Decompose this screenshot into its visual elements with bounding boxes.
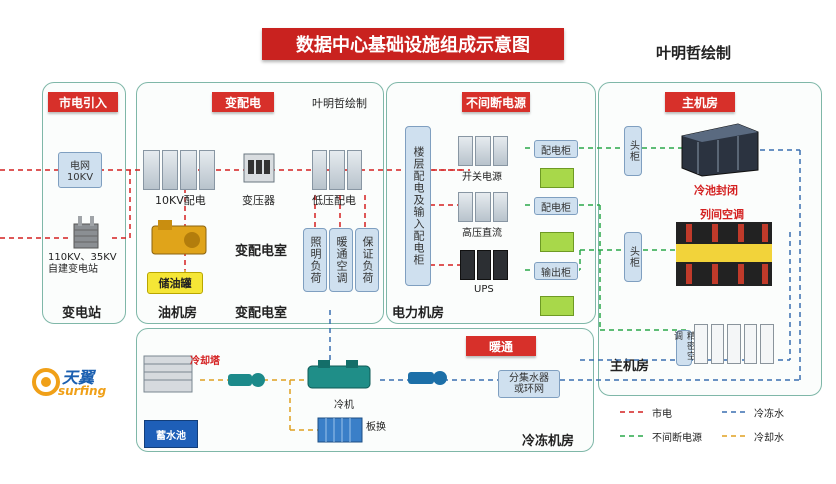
legend-ups: 不间断电源 xyxy=(652,433,702,444)
output-cabinet: 输出柜 xyxy=(534,262,578,280)
switch-psu-label: 开关电源 xyxy=(462,172,502,183)
legend-chilled-water: 冷冻水 xyxy=(754,409,784,420)
load-hvac: 暖通空调 xyxy=(329,228,353,292)
load-other: 保证负荷 xyxy=(355,228,379,292)
chilled-pump-icon xyxy=(406,368,448,388)
ups-label: UPS xyxy=(474,284,494,295)
diagram-title: 数据中心基础设施组成示意图 xyxy=(262,28,564,60)
column-head-cabinet-1: 头柜 xyxy=(624,126,642,176)
chiller-label: 冷机 xyxy=(334,400,354,411)
tag-ups: 不间断电源 xyxy=(462,92,530,112)
battery-3 xyxy=(540,296,574,316)
author-credit: 叶明哲绘制 xyxy=(656,44,732,62)
legend: 市电 冷冻水 不间断电源 冷却水 xyxy=(616,402,826,448)
substation-author: 叶明哲绘制 xyxy=(312,97,367,110)
dist-cabinet-1: 配电柜 xyxy=(534,140,578,158)
cooling-tower-label: 冷却塔 xyxy=(190,356,220,367)
ups-rack xyxy=(460,250,509,280)
floor-dist-cabinet: 楼层配电及输入配电柜 xyxy=(405,126,431,286)
lv-switchgear xyxy=(312,150,362,190)
plate-hx-icon xyxy=(316,416,364,444)
cooling-tower-icon xyxy=(142,350,194,394)
legend-utility: 市电 xyxy=(652,409,672,420)
logo-text-cn: 天翼 xyxy=(62,368,95,387)
lv-dist-label: 低压配电 xyxy=(312,194,356,207)
kv10-dist-label: 10KV配电 xyxy=(155,194,206,207)
closed-aisle-icon xyxy=(678,120,762,178)
load-lighting: 照明负荷 xyxy=(303,228,327,292)
chiller-icon xyxy=(306,358,372,394)
logo-text-en: surfing xyxy=(58,384,107,398)
tag-main-room: 主机房 xyxy=(665,92,735,112)
label-substation-station: 变电站 xyxy=(62,306,102,321)
precision-ac-box: 精密空调 xyxy=(672,330,695,366)
row-ac-label: 列间空调 xyxy=(700,208,744,221)
precision-ac-units xyxy=(694,324,774,364)
substation-transformer-icon xyxy=(66,212,106,252)
battery-1 xyxy=(540,168,574,188)
legend-lines xyxy=(620,411,748,437)
tag-substation: 变配电 xyxy=(212,92,274,112)
column-head-cabinet-2: 头柜 xyxy=(624,232,642,282)
transformer-icon xyxy=(242,152,276,184)
label-dist-room-mid: 变配电室 xyxy=(235,244,288,259)
tag-hvac: 暖通 xyxy=(466,336,536,356)
hvdc-rack xyxy=(458,192,508,222)
oil-tank: 储油罐 xyxy=(147,272,203,294)
label-power-room: 电力机房 xyxy=(392,306,445,321)
transformer-label: 变压器 xyxy=(242,194,275,207)
legend-cooling-water: 冷却水 xyxy=(754,433,784,444)
panel-grid-in xyxy=(42,82,126,324)
storage-tank: 蓄水池 xyxy=(144,420,198,448)
label-main-room: 主机房 xyxy=(610,359,650,374)
grid-10kv-box: 电网 10KV xyxy=(58,152,102,188)
kv10-switchgear xyxy=(143,150,215,190)
substation-110kv-label: 110KV、35KV 自建变电站 xyxy=(48,252,117,275)
label-oil-room: 油机房 xyxy=(158,306,198,321)
plate-hx-label: 板换 xyxy=(366,422,386,433)
distributor-box: 分集水器 或环网 xyxy=(498,370,560,398)
cooling-pump-icon xyxy=(226,370,266,390)
battery-2 xyxy=(540,232,574,252)
hvdc-label: 高压直流 xyxy=(462,228,502,239)
dist-cabinet-2: 配电柜 xyxy=(534,197,578,215)
label-dist-room-bottom: 变配电室 xyxy=(235,306,288,321)
tag-grid-in: 市电引入 xyxy=(48,92,118,112)
switch-psu-rack xyxy=(458,136,508,166)
label-chiller-room: 冷冻机房 xyxy=(522,434,575,449)
row-ac-racks xyxy=(676,222,772,286)
surfing-logo xyxy=(32,366,122,398)
closed-aisle-label: 冷池封闭 xyxy=(694,184,738,197)
generator-icon xyxy=(148,218,210,258)
